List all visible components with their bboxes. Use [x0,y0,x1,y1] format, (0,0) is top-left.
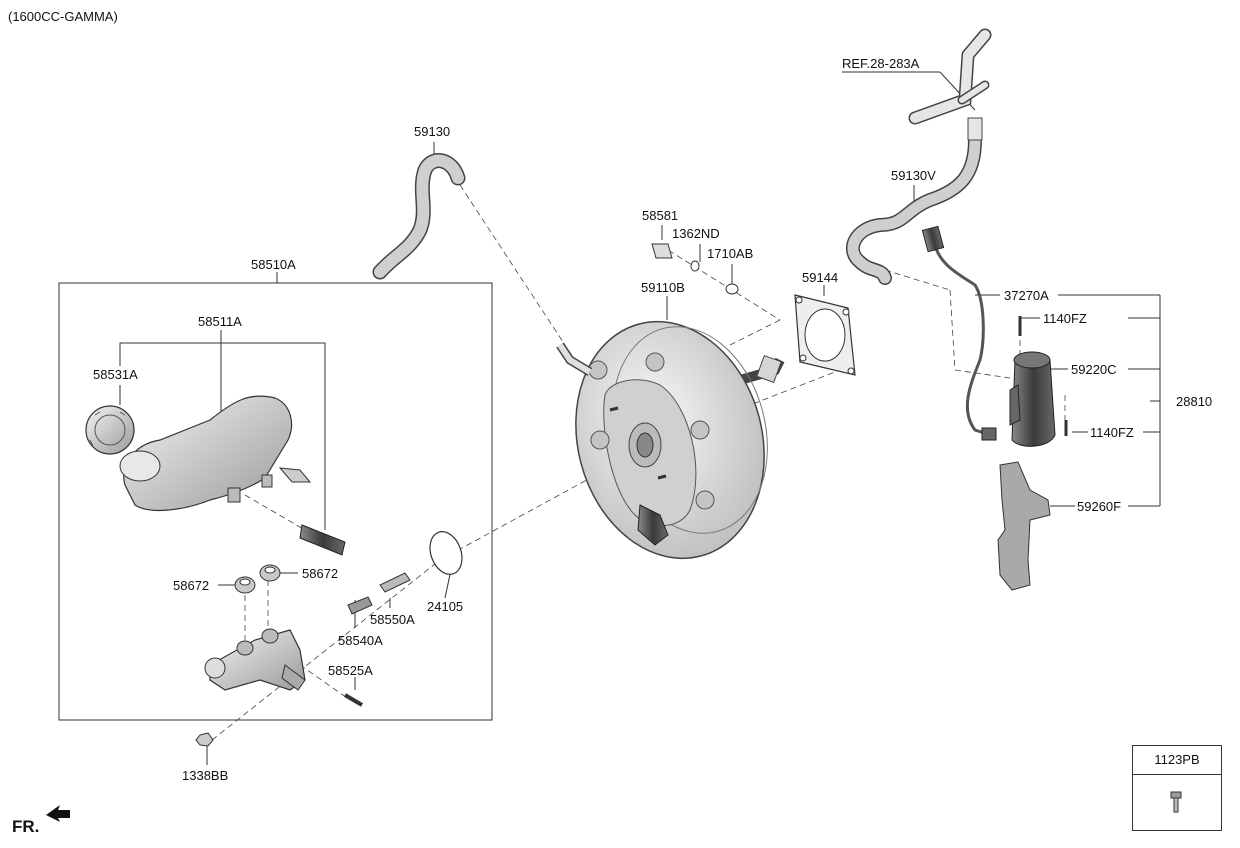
part-label-58531A[interactable]: 58531A [93,367,138,382]
part-label-1710AB[interactable]: 1710AB [707,246,754,261]
brake-booster-59110B [556,320,785,560]
part-label-1140FZ-top[interactable]: 1140FZ [1043,311,1087,326]
part-label-59260F[interactable]: 59260F [1077,499,1122,514]
part-label-58540A[interactable]: 58540A [338,633,383,648]
part-label-58550A[interactable]: 58550A [370,612,415,627]
seal-24105 [429,531,463,575]
gasket-59144 [794,294,856,376]
part-label-59110B[interactable]: 59110B [641,280,685,295]
part-label-59144[interactable]: 59144 [802,270,839,285]
part-label-1338BB[interactable]: 1338BB [182,768,229,783]
assembly-box-58510A [58,282,493,721]
leader-lines [119,71,1161,765]
part-label-1140FZ-bottom[interactable]: 1140FZ [1090,425,1134,440]
bracket-59260F [997,461,1051,591]
bolt-1123PB [1170,791,1182,813]
part-label-24105[interactable]: 24105 [427,599,464,614]
front-direction-label: FR. [12,817,40,836]
master-cylinder [204,628,306,691]
vacuum-pump-59220C [1009,351,1056,447]
nut-1338BB [195,732,214,747]
bolts-1140FZ [1018,316,1068,436]
vacuum-hose-59130 [372,153,466,280]
grommets-58672 [234,564,281,594]
part-label-58672-left[interactable]: 58672 [173,578,210,593]
pistons-58540A-58550A [347,572,411,615]
part-label-58511A[interactable]: 58511A [198,314,242,329]
front-arrow-icon [46,805,70,822]
booster-fasteners [651,243,739,295]
part-label-58672-right[interactable]: 58672 [302,566,339,581]
part-label-58525A[interactable]: 58525A [328,663,373,678]
part-label-59130V[interactable]: 59130V [891,168,936,183]
engine-variant-label: (1600CC-GAMMA) [8,9,118,24]
part-label-58581[interactable]: 58581 [642,208,679,223]
reservoir-58511A [119,395,312,511]
part-label-1362ND[interactable]: 1362ND [672,226,720,241]
harness-37270A [921,225,997,441]
reservoir-cap-58531A [85,405,135,455]
ref-label[interactable]: REF.28-283A [842,56,920,71]
part-label-1123PB[interactable]: 1123PB [1133,746,1221,775]
fastener-callout-box: 1123PB [1132,745,1222,831]
reference-pipe [908,28,992,141]
part-label-59130[interactable]: 59130 [414,124,451,139]
level-sensor [299,524,346,556]
part-label-28810[interactable]: 28810 [1176,394,1213,409]
part-label-37270A[interactable]: 37270A [1004,288,1049,303]
part-label-58510A[interactable]: 58510A [251,257,296,272]
bolt-58525A [343,693,364,707]
part-label-59220C[interactable]: 59220C [1071,362,1117,377]
vacuum-hose-59130V [846,133,982,285]
